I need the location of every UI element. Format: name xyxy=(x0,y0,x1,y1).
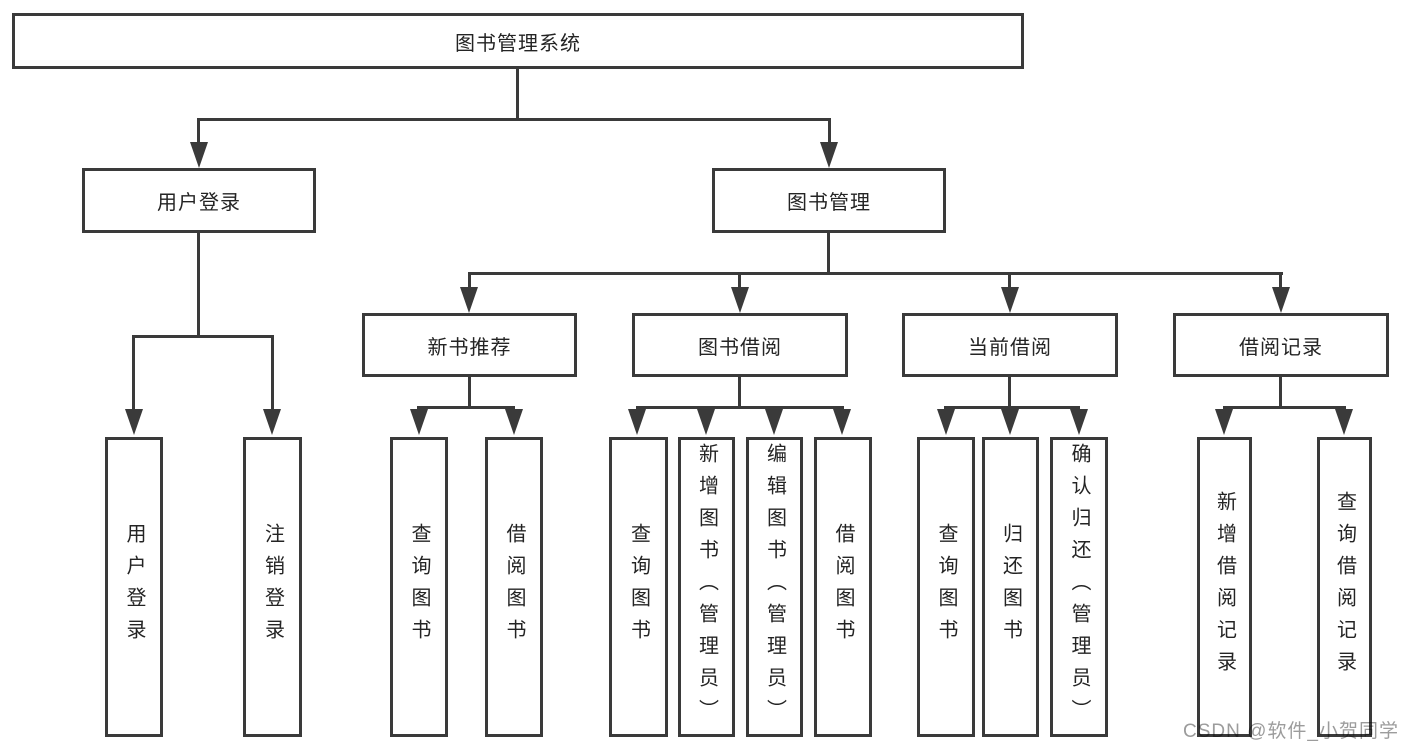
connector-vline xyxy=(1008,272,1011,289)
arrow-down-icon xyxy=(937,409,955,435)
arrow-down-icon xyxy=(833,409,851,435)
connector-vline xyxy=(1008,377,1011,409)
node-cb-confirm-return-admin: 确认归还（管理员） xyxy=(1050,437,1108,737)
node-label: 图书管理系统 xyxy=(455,32,581,55)
node-label: 借阅图书 xyxy=(503,523,525,651)
connector-hline xyxy=(468,272,1283,275)
node-bb-edit-books-admin: 编辑图书（管理员） xyxy=(746,437,803,737)
connector-vline xyxy=(516,69,519,118)
arrow-down-icon xyxy=(731,287,749,313)
node-label: 新书推荐 xyxy=(427,336,512,359)
node-label: 当前借阅 xyxy=(968,336,1052,359)
node-bb-add-books-admin: 新增图书（管理员） xyxy=(678,437,735,737)
arrow-down-icon xyxy=(1215,409,1233,435)
node-br-add-record: 新增借阅记录 xyxy=(1197,437,1252,737)
connector-vline xyxy=(468,272,471,289)
connector-vline xyxy=(828,118,831,144)
node-user-login-leaf: 用户登录 xyxy=(105,437,163,737)
connector-vline xyxy=(271,335,274,411)
connector-vline xyxy=(1279,272,1282,289)
arrow-down-icon xyxy=(1070,409,1088,435)
connector-vline xyxy=(197,118,200,144)
connector-hline xyxy=(636,406,844,409)
arrow-down-icon xyxy=(1272,287,1290,313)
arrow-down-icon xyxy=(263,409,281,435)
connector-vline xyxy=(197,233,200,338)
node-book-borrow: 图书借阅 xyxy=(632,313,848,377)
node-label: 图书借阅 xyxy=(698,336,782,359)
node-label: 用户登录 xyxy=(123,523,145,651)
arrow-down-icon xyxy=(820,142,838,168)
node-rec-borrow-books: 借阅图书 xyxy=(485,437,543,737)
node-user-login: 用户登录 xyxy=(82,168,316,233)
arrow-down-icon xyxy=(628,409,646,435)
arrow-down-icon xyxy=(765,409,783,435)
arrow-down-icon xyxy=(1335,409,1353,435)
node-logout-leaf: 注销登录 xyxy=(243,437,302,737)
connector-hline xyxy=(1223,406,1346,409)
node-label: 编辑图书（管理员） xyxy=(763,443,786,731)
node-label: 查询图书 xyxy=(627,523,650,651)
node-label: 查询图书 xyxy=(935,523,957,651)
node-label: 新增借阅记录 xyxy=(1213,491,1236,683)
node-label: 确认归还（管理员） xyxy=(1068,443,1090,731)
arrow-down-icon xyxy=(125,409,143,435)
arrow-down-icon xyxy=(410,409,428,435)
node-root: 图书管理系统 xyxy=(12,13,1024,69)
connector-hline xyxy=(944,406,1080,409)
node-borrow-records: 借阅记录 xyxy=(1173,313,1389,377)
node-label: 注销登录 xyxy=(261,523,284,651)
node-bb-query-books: 查询图书 xyxy=(609,437,668,737)
node-cb-query-books: 查询图书 xyxy=(917,437,975,737)
arrow-down-icon xyxy=(1001,409,1019,435)
connector-vline xyxy=(468,377,471,409)
connector-hline xyxy=(197,118,831,121)
node-label: 查询借阅记录 xyxy=(1333,491,1356,683)
node-bb-borrow-books: 借阅图书 xyxy=(814,437,872,737)
connector-vline xyxy=(738,377,741,409)
connector-hline xyxy=(132,335,274,338)
connector-vline xyxy=(738,272,741,289)
connector-hline xyxy=(417,406,515,409)
arrow-down-icon xyxy=(190,142,208,168)
connector-vline xyxy=(1279,377,1282,409)
connector-vline xyxy=(132,335,135,411)
arrow-down-icon xyxy=(697,409,715,435)
node-rec-query-books: 查询图书 xyxy=(390,437,448,737)
csdn-watermark: CSDN @软件_小贺同学 xyxy=(1183,721,1399,742)
node-label: 新增图书（管理员） xyxy=(695,443,718,731)
node-br-query-record: 查询借阅记录 xyxy=(1317,437,1372,737)
node-new-book-recommend: 新书推荐 xyxy=(362,313,577,377)
connector-vline xyxy=(827,233,830,275)
node-label: 图书管理 xyxy=(787,192,871,214)
arrow-down-icon xyxy=(1001,287,1019,313)
arrow-down-icon xyxy=(460,287,478,313)
arrow-down-icon xyxy=(505,409,523,435)
node-current-borrow: 当前借阅 xyxy=(902,313,1118,377)
node-label: 归还图书 xyxy=(999,523,1022,651)
node-book-management: 图书管理 xyxy=(712,168,946,233)
node-label: 查询图书 xyxy=(408,523,430,651)
node-label: 借阅图书 xyxy=(832,523,854,651)
node-cb-return-books: 归还图书 xyxy=(982,437,1039,737)
node-label: 借阅记录 xyxy=(1239,336,1323,359)
node-label: 用户登录 xyxy=(157,192,241,214)
